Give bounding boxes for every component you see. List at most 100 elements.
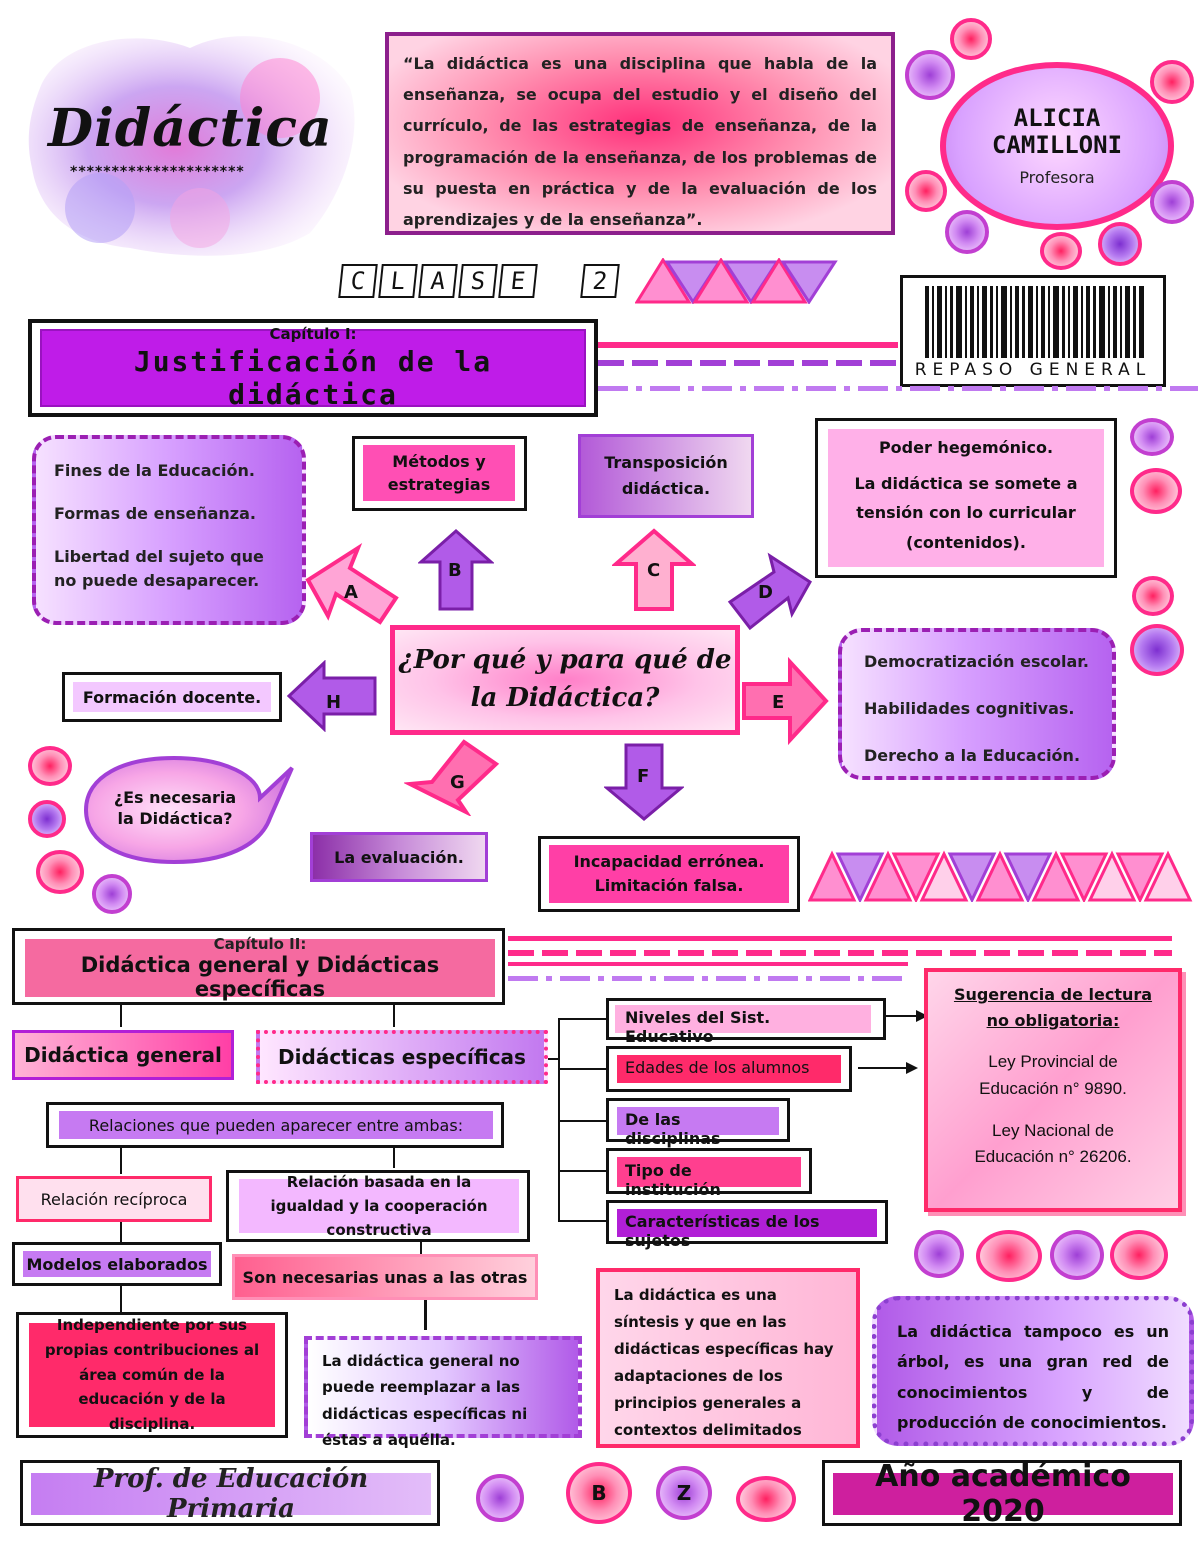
- arrow-c-letter: C: [647, 560, 661, 581]
- barcode-bars: [925, 286, 1144, 358]
- branch-e-item: Derecho a la Educación.: [864, 745, 1081, 765]
- connector: [120, 1148, 122, 1174]
- connector: [558, 1220, 606, 1222]
- deco-dot: [1150, 60, 1194, 104]
- arrow-a-letter: A: [344, 582, 358, 603]
- tree-network-box: La didáctica tampoco es un árbol, es una…: [872, 1296, 1194, 1446]
- deco-line: [598, 360, 898, 366]
- equality-box: Relación basada en la igualdad y la coop…: [239, 1173, 519, 1239]
- chapter1-banner: Capítulo I: Justificación de la didáctic…: [40, 325, 586, 411]
- title-underline-stars: *********************: [70, 164, 245, 180]
- branch-e-item: Democratización escolar.: [864, 652, 1089, 671]
- reciprocal-box: Relación recíproca: [16, 1176, 212, 1222]
- class-letter: A: [418, 264, 458, 298]
- deco-dot: [1130, 468, 1182, 514]
- branch-d-box: Poder hegemónico. La didáctica se somete…: [828, 429, 1104, 567]
- connector: [558, 1170, 606, 1172]
- branch-f-box: Incapacidad errónea. Limitación falsa.: [549, 845, 789, 903]
- deco-dot: [28, 746, 72, 786]
- branch-h-box: Formación docente.: [73, 682, 271, 712]
- branch-b-box: Métodos y estrategias: [363, 445, 515, 501]
- synthesis-box: La didáctica es una síntesis y que en la…: [596, 1268, 860, 1448]
- chapter1-label: Capítulo I:: [269, 325, 357, 343]
- connector: [558, 1068, 606, 1070]
- branch-a-item: Formas de enseñanza.: [54, 503, 256, 523]
- necessary-box: Son necesarias unas a las otras: [232, 1254, 538, 1300]
- professor-role: Profesora: [1019, 167, 1095, 187]
- barcode-label: REPASO GENERAL: [914, 360, 1152, 380]
- deco-dot: [1150, 180, 1194, 224]
- criteria-frame: Características de los sujetos: [606, 1200, 888, 1250]
- deco-dot: [1130, 624, 1184, 676]
- connector: [558, 1018, 606, 1020]
- chapter2-header: Capítulo II: Didáctica general y Didácti…: [12, 928, 505, 1005]
- branch-g-box: La evaluación.: [310, 832, 488, 882]
- deco-dot: [905, 50, 955, 100]
- main-title: Didáctica: [48, 98, 333, 159]
- equality-frame: Relación basada en la igualdad y la coop…: [226, 1170, 530, 1242]
- deco-dot: [945, 210, 989, 254]
- arrow-f-letter: F: [637, 766, 650, 787]
- arrow-right-icon: [858, 1062, 918, 1074]
- reading-box: Sugerencia de lectura no obligatoria: Le…: [924, 968, 1182, 1212]
- deco-line: [598, 342, 898, 348]
- deco-dot: [914, 1230, 964, 1278]
- branch-e-item: Habilidades cognitivas.: [864, 698, 1075, 718]
- class-letter: C: [338, 264, 378, 298]
- chapter1-title: Justificación de la didáctica: [133, 345, 493, 411]
- deco-dot: [950, 18, 992, 60]
- central-question: ¿Por qué y para qué de la Didáctica?: [390, 625, 740, 735]
- connector: [393, 1005, 395, 1027]
- reading-title: Sugerencia de lectura no obligatoria:: [953, 985, 1153, 1030]
- arrow-b: [418, 528, 494, 611]
- criteria-item: Características de los sujetos: [617, 1209, 877, 1250]
- criteria-item: De las disciplinas: [617, 1107, 779, 1148]
- chapter2-title: Didáctica general y Didácticas específic…: [80, 953, 440, 1001]
- connector: [548, 1058, 560, 1060]
- speech-bubble: [83, 755, 294, 865]
- arrow-a: [305, 542, 399, 625]
- criteria-frame: Tipo de institución: [606, 1148, 812, 1199]
- branch-d-text: La didáctica se somete a tensión con lo …: [854, 473, 1078, 552]
- deco-dot: [36, 850, 84, 894]
- professor-name: ALICIA CAMILLONI: [991, 104, 1123, 159]
- footer-program: Prof. de Educación Primaria: [20, 1460, 440, 1526]
- footer-program-label: Prof. de Educación Primaria: [31, 1464, 431, 1524]
- didacticas-especificas-box: Didácticas específicas: [256, 1030, 548, 1084]
- branch-c-box: Transposición didáctica.: [578, 434, 754, 518]
- arrow-f: [604, 743, 684, 821]
- arrow-g: [404, 739, 500, 816]
- connector: [424, 1300, 427, 1330]
- deco-dot: [905, 170, 947, 212]
- footer-badge-b-letter: B: [591, 1481, 607, 1505]
- cannot-replace-box: La didáctica general no puede reemplazar…: [304, 1336, 582, 1449]
- arrow-right-icon: [884, 1010, 928, 1022]
- chapter2-banner: Capítulo II: Didáctica general y Didácti…: [25, 935, 495, 1001]
- criteria-item: Tipo de institución: [617, 1157, 801, 1199]
- connector: [558, 1018, 560, 1220]
- arrow-d: [727, 552, 812, 631]
- arrow-e: [742, 656, 829, 746]
- relations-box: Relaciones que pueden aparecer entre amb…: [59, 1111, 493, 1139]
- deco-dot: [1050, 1230, 1104, 1280]
- footer-badge-z: Z: [656, 1466, 712, 1520]
- arrow-h-letter: H: [326, 692, 342, 713]
- branch-b-frame: Métodos y estrategias: [352, 436, 527, 511]
- connector: [420, 1242, 422, 1254]
- didactica-general-box: Didáctica general: [12, 1030, 234, 1080]
- footer-year-label: Año académico 2020: [833, 1459, 1173, 1529]
- deco-dot: [1098, 222, 1142, 266]
- reading-law-national: Ley Nacional de Educación n° 26206.: [974, 1120, 1132, 1167]
- branch-f-frame: Incapacidad errónea. Limitación falsa.: [538, 836, 800, 912]
- deco-dot: [736, 1476, 796, 1522]
- class-letter: S: [458, 264, 498, 298]
- models-frame: Modelos elaborados: [12, 1242, 222, 1286]
- deco-line: [508, 962, 908, 966]
- class-letter: E: [498, 264, 538, 298]
- deco-line: [508, 936, 1172, 941]
- branch-a-item: Fines de la Educación.: [54, 461, 255, 480]
- chapter2-label: Capítulo II:: [213, 935, 307, 953]
- class-number: 2: [580, 264, 620, 298]
- watercolor-splash: [28, 36, 355, 256]
- deco-dot: [1132, 576, 1174, 616]
